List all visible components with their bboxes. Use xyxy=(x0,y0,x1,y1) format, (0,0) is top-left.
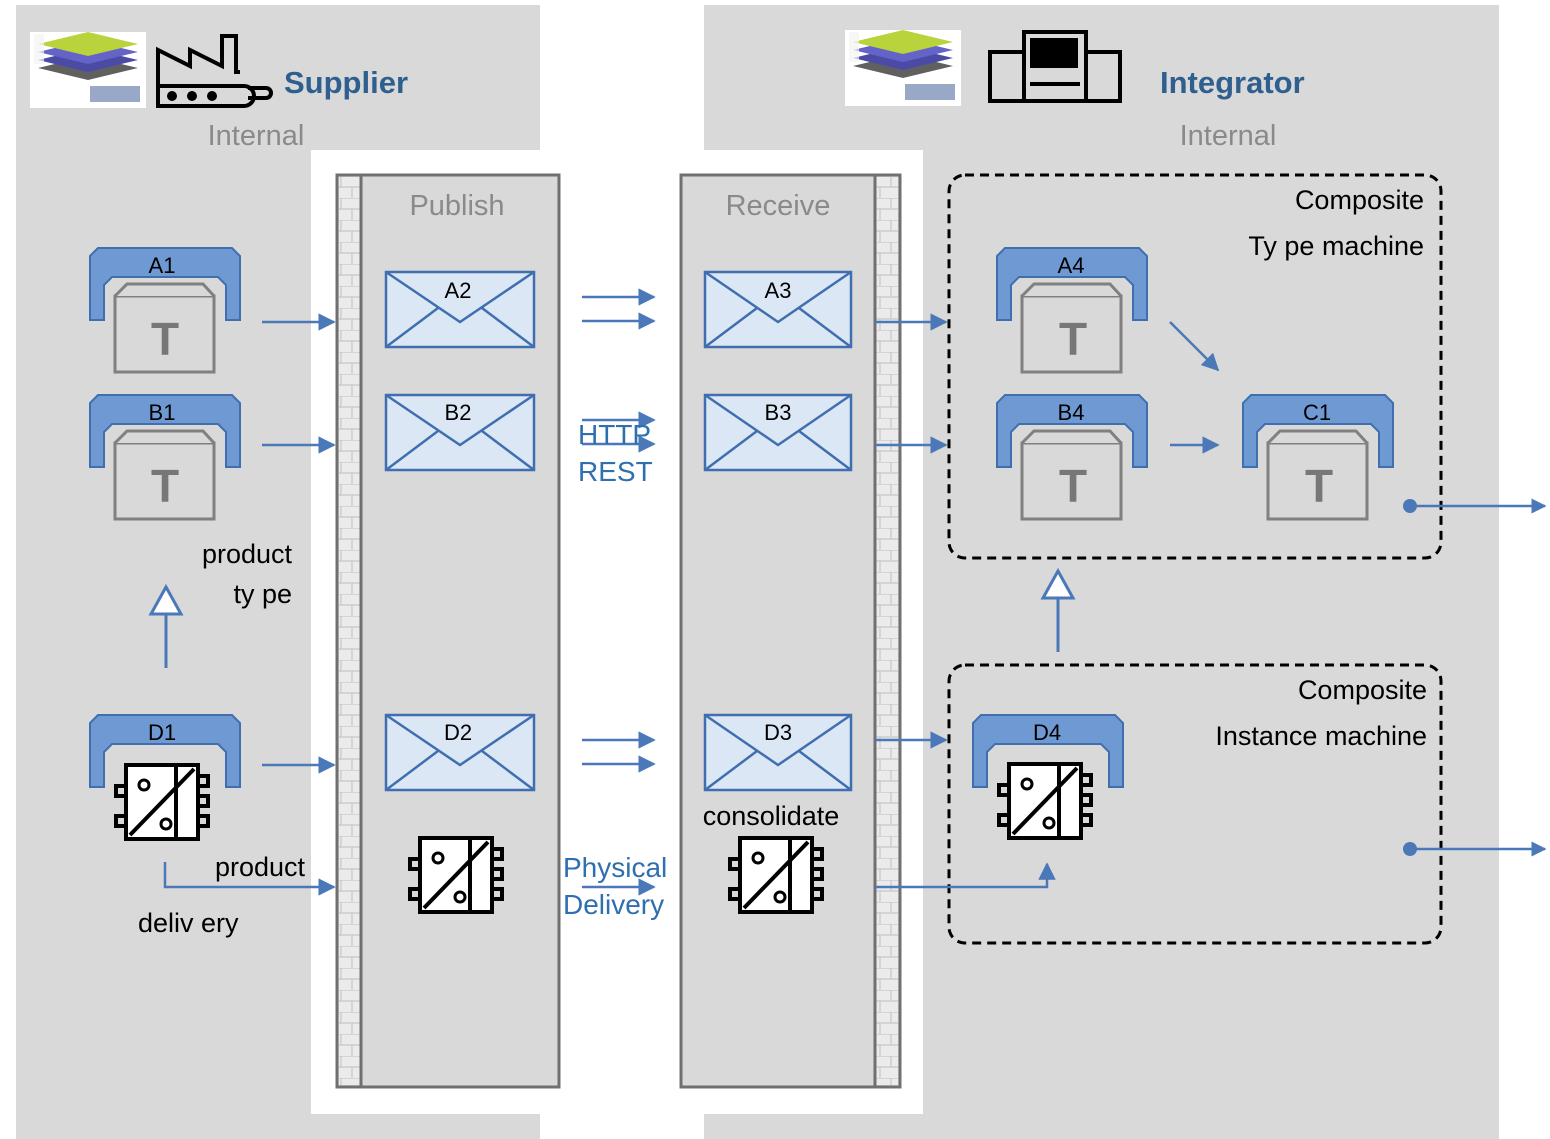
integrator-title: Integrator xyxy=(1160,65,1305,100)
envelope-B3: B3 xyxy=(703,393,853,472)
shell-A4: A4 T xyxy=(996,247,1148,374)
envelope-A3: A3 xyxy=(703,270,853,349)
envelope-D3-label: D3 xyxy=(764,720,792,745)
http-label: HTTP xyxy=(578,419,651,450)
shell-D1: D1 xyxy=(89,714,241,841)
shell-D1-label: D1 xyxy=(148,720,176,745)
composite-type-box xyxy=(947,173,1443,560)
product-type-line1: product xyxy=(202,539,293,569)
supplier-internal-label: Internal xyxy=(208,120,305,152)
output-dot-type xyxy=(1403,499,1417,513)
composite-type-line2: Ty pe machine xyxy=(1248,231,1424,261)
shell-D4: D4 xyxy=(972,714,1124,840)
shell-B1: B1 T xyxy=(89,394,241,521)
physical-label: Physical xyxy=(563,852,667,883)
shell-B1-label: B1 xyxy=(149,400,176,425)
envelope-A2: A2 xyxy=(384,270,536,349)
shell-D4-label: D4 xyxy=(1033,720,1061,745)
product-delivery-line2: deliv ery xyxy=(138,908,239,938)
composite-type-line1: Composite xyxy=(1295,185,1424,215)
composite-instance-line1: Composite xyxy=(1298,675,1427,705)
chip-publish-icon xyxy=(408,836,504,914)
envelope-D2: D2 xyxy=(384,713,536,792)
shell-A1-label: A1 xyxy=(149,253,176,278)
output-dot-instance xyxy=(1403,842,1417,856)
envelope-D3: D3 xyxy=(703,713,853,792)
composite-instance-line2: Instance machine xyxy=(1215,721,1427,751)
machine-icon xyxy=(988,30,1122,103)
publish-rail xyxy=(339,177,361,1085)
rest-label: REST xyxy=(578,456,653,487)
shell-C1: C1 T xyxy=(1242,394,1394,521)
shell-C1-t: T xyxy=(1305,460,1333,512)
shell-C1-label: C1 xyxy=(1303,400,1331,425)
shell-B1-t: T xyxy=(151,460,179,512)
flow-arrows xyxy=(163,288,1547,896)
envelope-B2: B2 xyxy=(384,393,536,472)
inheritance-arrow-supplier xyxy=(148,583,184,668)
product-delivery-line1: product xyxy=(215,852,306,882)
shell-A1: A1 T xyxy=(89,247,241,374)
shell-A1-t: T xyxy=(151,313,179,365)
receive-title: Receive xyxy=(726,190,831,222)
delivery-label: Delivery xyxy=(563,889,664,920)
shell-A4-t: T xyxy=(1059,313,1087,365)
envelope-D2-label: D2 xyxy=(444,720,472,745)
product-type-line2: ty pe xyxy=(233,579,292,609)
supplier-title: Supplier xyxy=(284,65,408,100)
consolidate-label: consolidate xyxy=(703,801,840,831)
composite-instance-box xyxy=(947,663,1443,945)
integrator-internal-label: Internal xyxy=(1180,120,1277,152)
shell-B4-label: B4 xyxy=(1058,400,1085,425)
shell-A4-label: A4 xyxy=(1058,253,1085,278)
receive-rail xyxy=(876,177,898,1085)
integrator-layers-icon xyxy=(845,30,961,106)
supplier-layers-icon xyxy=(30,32,146,108)
publish-title: Publish xyxy=(409,190,504,222)
shell-B4: B4 T xyxy=(996,394,1148,521)
chip-receive-icon xyxy=(728,836,824,914)
envelope-B2-label: B2 xyxy=(445,400,472,425)
inheritance-arrow-integrator xyxy=(1040,567,1076,652)
envelope-A2-label: A2 xyxy=(445,278,472,303)
envelope-B3-label: B3 xyxy=(765,400,792,425)
factory-icon xyxy=(156,34,273,108)
envelope-A3-label: A3 xyxy=(765,278,792,303)
shell-B4-t: T xyxy=(1059,460,1087,512)
